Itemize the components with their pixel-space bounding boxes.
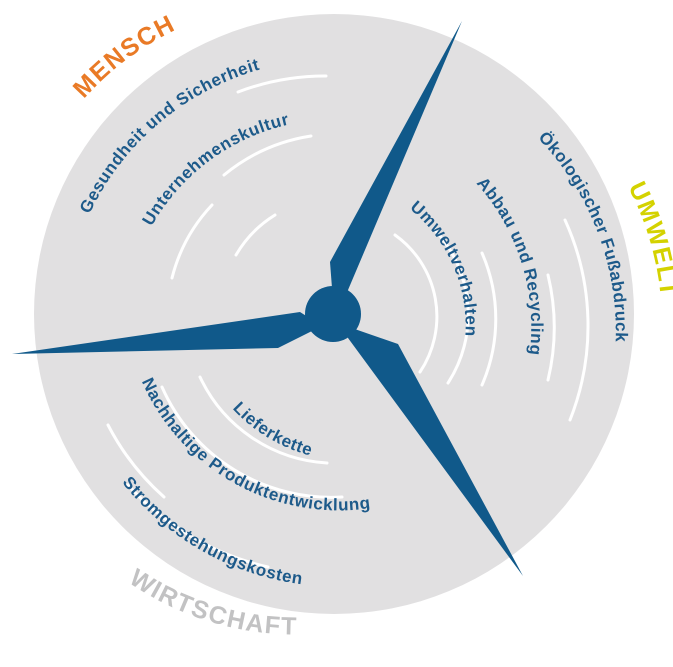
turbine-blade-right: [346, 326, 523, 576]
turbine-hub: [305, 286, 361, 342]
turbine-blade-left: [12, 312, 322, 354]
turbine-blade-top: [330, 21, 462, 314]
turbine-rotor: [12, 21, 523, 576]
concentric-rings: [106, 74, 590, 569]
